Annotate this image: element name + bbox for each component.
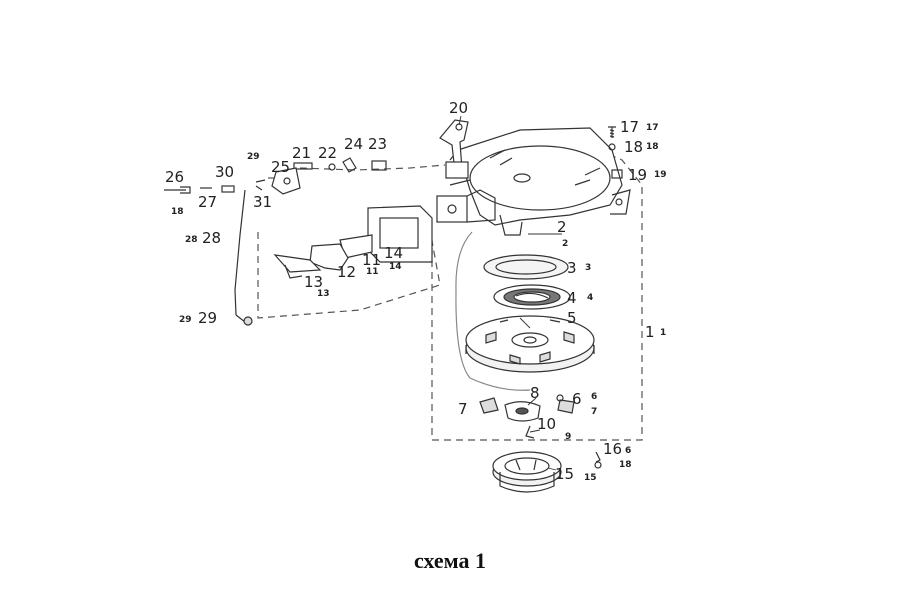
starter-cup <box>492 451 602 493</box>
ref-11: 11 <box>366 267 379 277</box>
ref-7: 7 <box>591 407 597 417</box>
callout-20: 20 <box>449 99 468 117</box>
ref-4: 4 <box>587 293 593 303</box>
callout-25: 25 <box>271 158 290 176</box>
callout-30: 30 <box>215 163 234 181</box>
bolt-stack <box>608 126 623 179</box>
callout-24: 24 <box>344 135 363 153</box>
callout-5: 5 <box>567 309 577 327</box>
callout-15: 15 <box>555 465 574 483</box>
callout-10: 10 <box>537 415 556 433</box>
lockout-arm <box>273 243 349 279</box>
callout-19: 19 <box>628 166 647 184</box>
leader-lines <box>458 115 562 471</box>
callout-17: 17 <box>620 118 639 136</box>
diagram-caption: схема 1 <box>413 548 487 573</box>
callout-14: 14 <box>384 244 403 262</box>
callout-8: 8 <box>530 384 540 402</box>
callout-3: 3 <box>567 259 577 277</box>
ref-29b: 29 <box>179 315 192 325</box>
ref-18c: 18 <box>171 207 184 217</box>
small-reference-numbers: 17 18 19 2 3 4 1 6 7 9 6 18 15 29 18 28 … <box>171 123 667 483</box>
callout-7: 7 <box>458 400 468 418</box>
ref-18a: 18 <box>646 142 659 152</box>
callout-1: 1 <box>645 323 655 341</box>
lockout-assembly <box>339 189 496 263</box>
callout-21: 21 <box>292 144 311 162</box>
ref-17: 17 <box>646 123 659 133</box>
recoil-spring <box>493 284 571 310</box>
ref-3: 3 <box>585 263 591 273</box>
ref-18b: 18 <box>619 460 632 470</box>
ref-2: 2 <box>562 239 568 249</box>
callout-29: 29 <box>198 309 217 327</box>
ref-29a: 29 <box>247 152 260 162</box>
callout-18a: 18 <box>624 138 643 156</box>
callout-numbers: 20 17 18 19 2 3 4 5 1 8 6 7 10 16 15 24 … <box>165 99 655 483</box>
ref-6: 6 <box>591 392 597 402</box>
callout-23: 23 <box>368 135 387 153</box>
ref-13: 13 <box>317 289 330 299</box>
ref-9: 9 <box>565 432 571 442</box>
callout-4: 4 <box>567 289 577 307</box>
link-rod <box>164 185 253 326</box>
callout-31: 31 <box>253 193 272 211</box>
rope-pulley <box>465 315 595 373</box>
callout-27: 27 <box>198 193 217 211</box>
link-hardware <box>255 157 387 195</box>
callout-13: 13 <box>304 273 323 291</box>
callout-16: 16 <box>603 440 622 458</box>
spring-cover <box>483 254 569 280</box>
recoil-housing <box>449 127 631 236</box>
callout-11: 11 <box>362 251 381 269</box>
callout-22: 22 <box>318 144 337 162</box>
ref-28: 28 <box>185 235 198 245</box>
callout-28: 28 <box>202 229 221 247</box>
ref-19: 19 <box>654 170 667 180</box>
ref-16: 6 <box>625 446 631 456</box>
ref-15: 15 <box>584 473 597 483</box>
starter-rope <box>455 231 531 391</box>
callout-26: 26 <box>165 168 184 186</box>
callout-2: 2 <box>557 218 567 236</box>
callout-6: 6 <box>572 390 582 408</box>
ref-14: 14 <box>389 262 402 272</box>
throttle-lever <box>439 119 469 179</box>
pawls-and-drive-plate <box>479 394 575 439</box>
ref-1: 1 <box>660 328 666 338</box>
callout-12: 12 <box>337 263 356 281</box>
